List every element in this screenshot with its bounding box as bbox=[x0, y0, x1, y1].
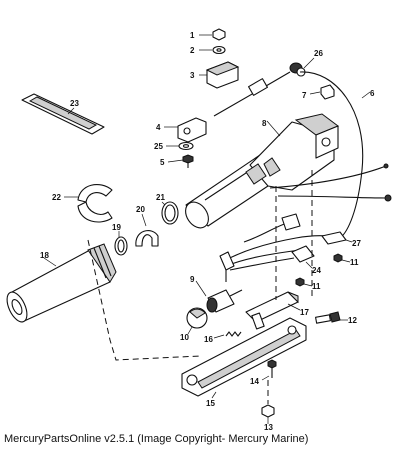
callout-18: 18 bbox=[40, 251, 49, 260]
callout-6: 6 bbox=[370, 89, 375, 98]
part-14-screw[interactable] bbox=[261, 359, 277, 381]
callout-14: 14 bbox=[250, 377, 259, 386]
callout-27: 27 bbox=[352, 239, 361, 248]
image-caption: MercuryPartsOnline v2.5.1 (Image Copyrig… bbox=[4, 433, 309, 445]
part-19-ring[interactable] bbox=[114, 231, 128, 256]
part-9-connector[interactable] bbox=[195, 280, 243, 313]
part-11-screws[interactable] bbox=[295, 253, 351, 287]
callout-13: 13 bbox=[264, 423, 273, 430]
part-18-sleeve[interactable] bbox=[3, 243, 117, 325]
callout-8: 8 bbox=[262, 119, 267, 128]
part-20-clip[interactable] bbox=[135, 213, 159, 247]
callout-5: 5 bbox=[160, 158, 165, 167]
callout-20: 20 bbox=[136, 205, 145, 214]
callout-23: 23 bbox=[70, 99, 79, 108]
callout-11-lower: 11 bbox=[312, 282, 321, 291]
callout-24: 24 bbox=[312, 266, 321, 275]
callout-1: 1 bbox=[190, 31, 195, 40]
callout-10: 10 bbox=[180, 333, 189, 342]
callout-4: 4 bbox=[156, 123, 161, 132]
callout-16: 16 bbox=[204, 335, 213, 344]
assembly-lines bbox=[87, 170, 313, 404]
callout-labels: 1 2 3 26 6 7 23 8 4 25 5 22 20 21 19 27 … bbox=[40, 31, 375, 430]
exploded-parts-diagram: 1 2 3 26 6 7 23 8 4 25 5 22 20 21 19 27 … bbox=[3, 28, 392, 430]
callout-17: 17 bbox=[300, 308, 309, 317]
part-27-bracket[interactable] bbox=[321, 231, 353, 245]
callout-19: 19 bbox=[112, 223, 121, 232]
part-2-washer[interactable] bbox=[199, 45, 226, 55]
part-15-base[interactable] bbox=[181, 317, 307, 399]
part-26-cable-end[interactable] bbox=[213, 57, 315, 117]
part-23-gasket[interactable] bbox=[21, 93, 105, 135]
part-10-plug[interactable] bbox=[186, 307, 208, 335]
part-8-housing[interactable] bbox=[181, 113, 340, 232]
callout-2: 2 bbox=[190, 46, 195, 55]
part-1-nut[interactable] bbox=[199, 28, 226, 41]
callout-9: 9 bbox=[190, 275, 195, 284]
part-5-screw[interactable] bbox=[167, 154, 194, 168]
part-13-nut[interactable] bbox=[261, 404, 275, 424]
part-3-clip[interactable] bbox=[199, 61, 240, 89]
part-17-slider[interactable] bbox=[245, 291, 301, 330]
callout-12: 12 bbox=[348, 316, 357, 325]
callout-3: 3 bbox=[190, 71, 195, 80]
part-22-collar[interactable] bbox=[64, 184, 113, 223]
part-12-bolt[interactable] bbox=[315, 311, 348, 324]
part-4-bracket[interactable] bbox=[164, 117, 207, 143]
part-25-washer[interactable] bbox=[166, 141, 194, 151]
callout-25: 25 bbox=[154, 142, 163, 151]
part-21-ring[interactable] bbox=[161, 201, 179, 225]
part-7-clip[interactable] bbox=[309, 84, 335, 100]
callout-21: 21 bbox=[156, 193, 165, 202]
callout-22: 22 bbox=[52, 193, 61, 202]
callout-15: 15 bbox=[206, 399, 215, 408]
callout-26: 26 bbox=[314, 49, 323, 58]
part-16-spring[interactable] bbox=[213, 331, 242, 339]
part-24-bracket[interactable] bbox=[291, 245, 315, 269]
callout-7: 7 bbox=[302, 91, 307, 100]
part-6-cable[interactable] bbox=[299, 71, 371, 239]
callout-11-upper: 11 bbox=[350, 258, 359, 267]
